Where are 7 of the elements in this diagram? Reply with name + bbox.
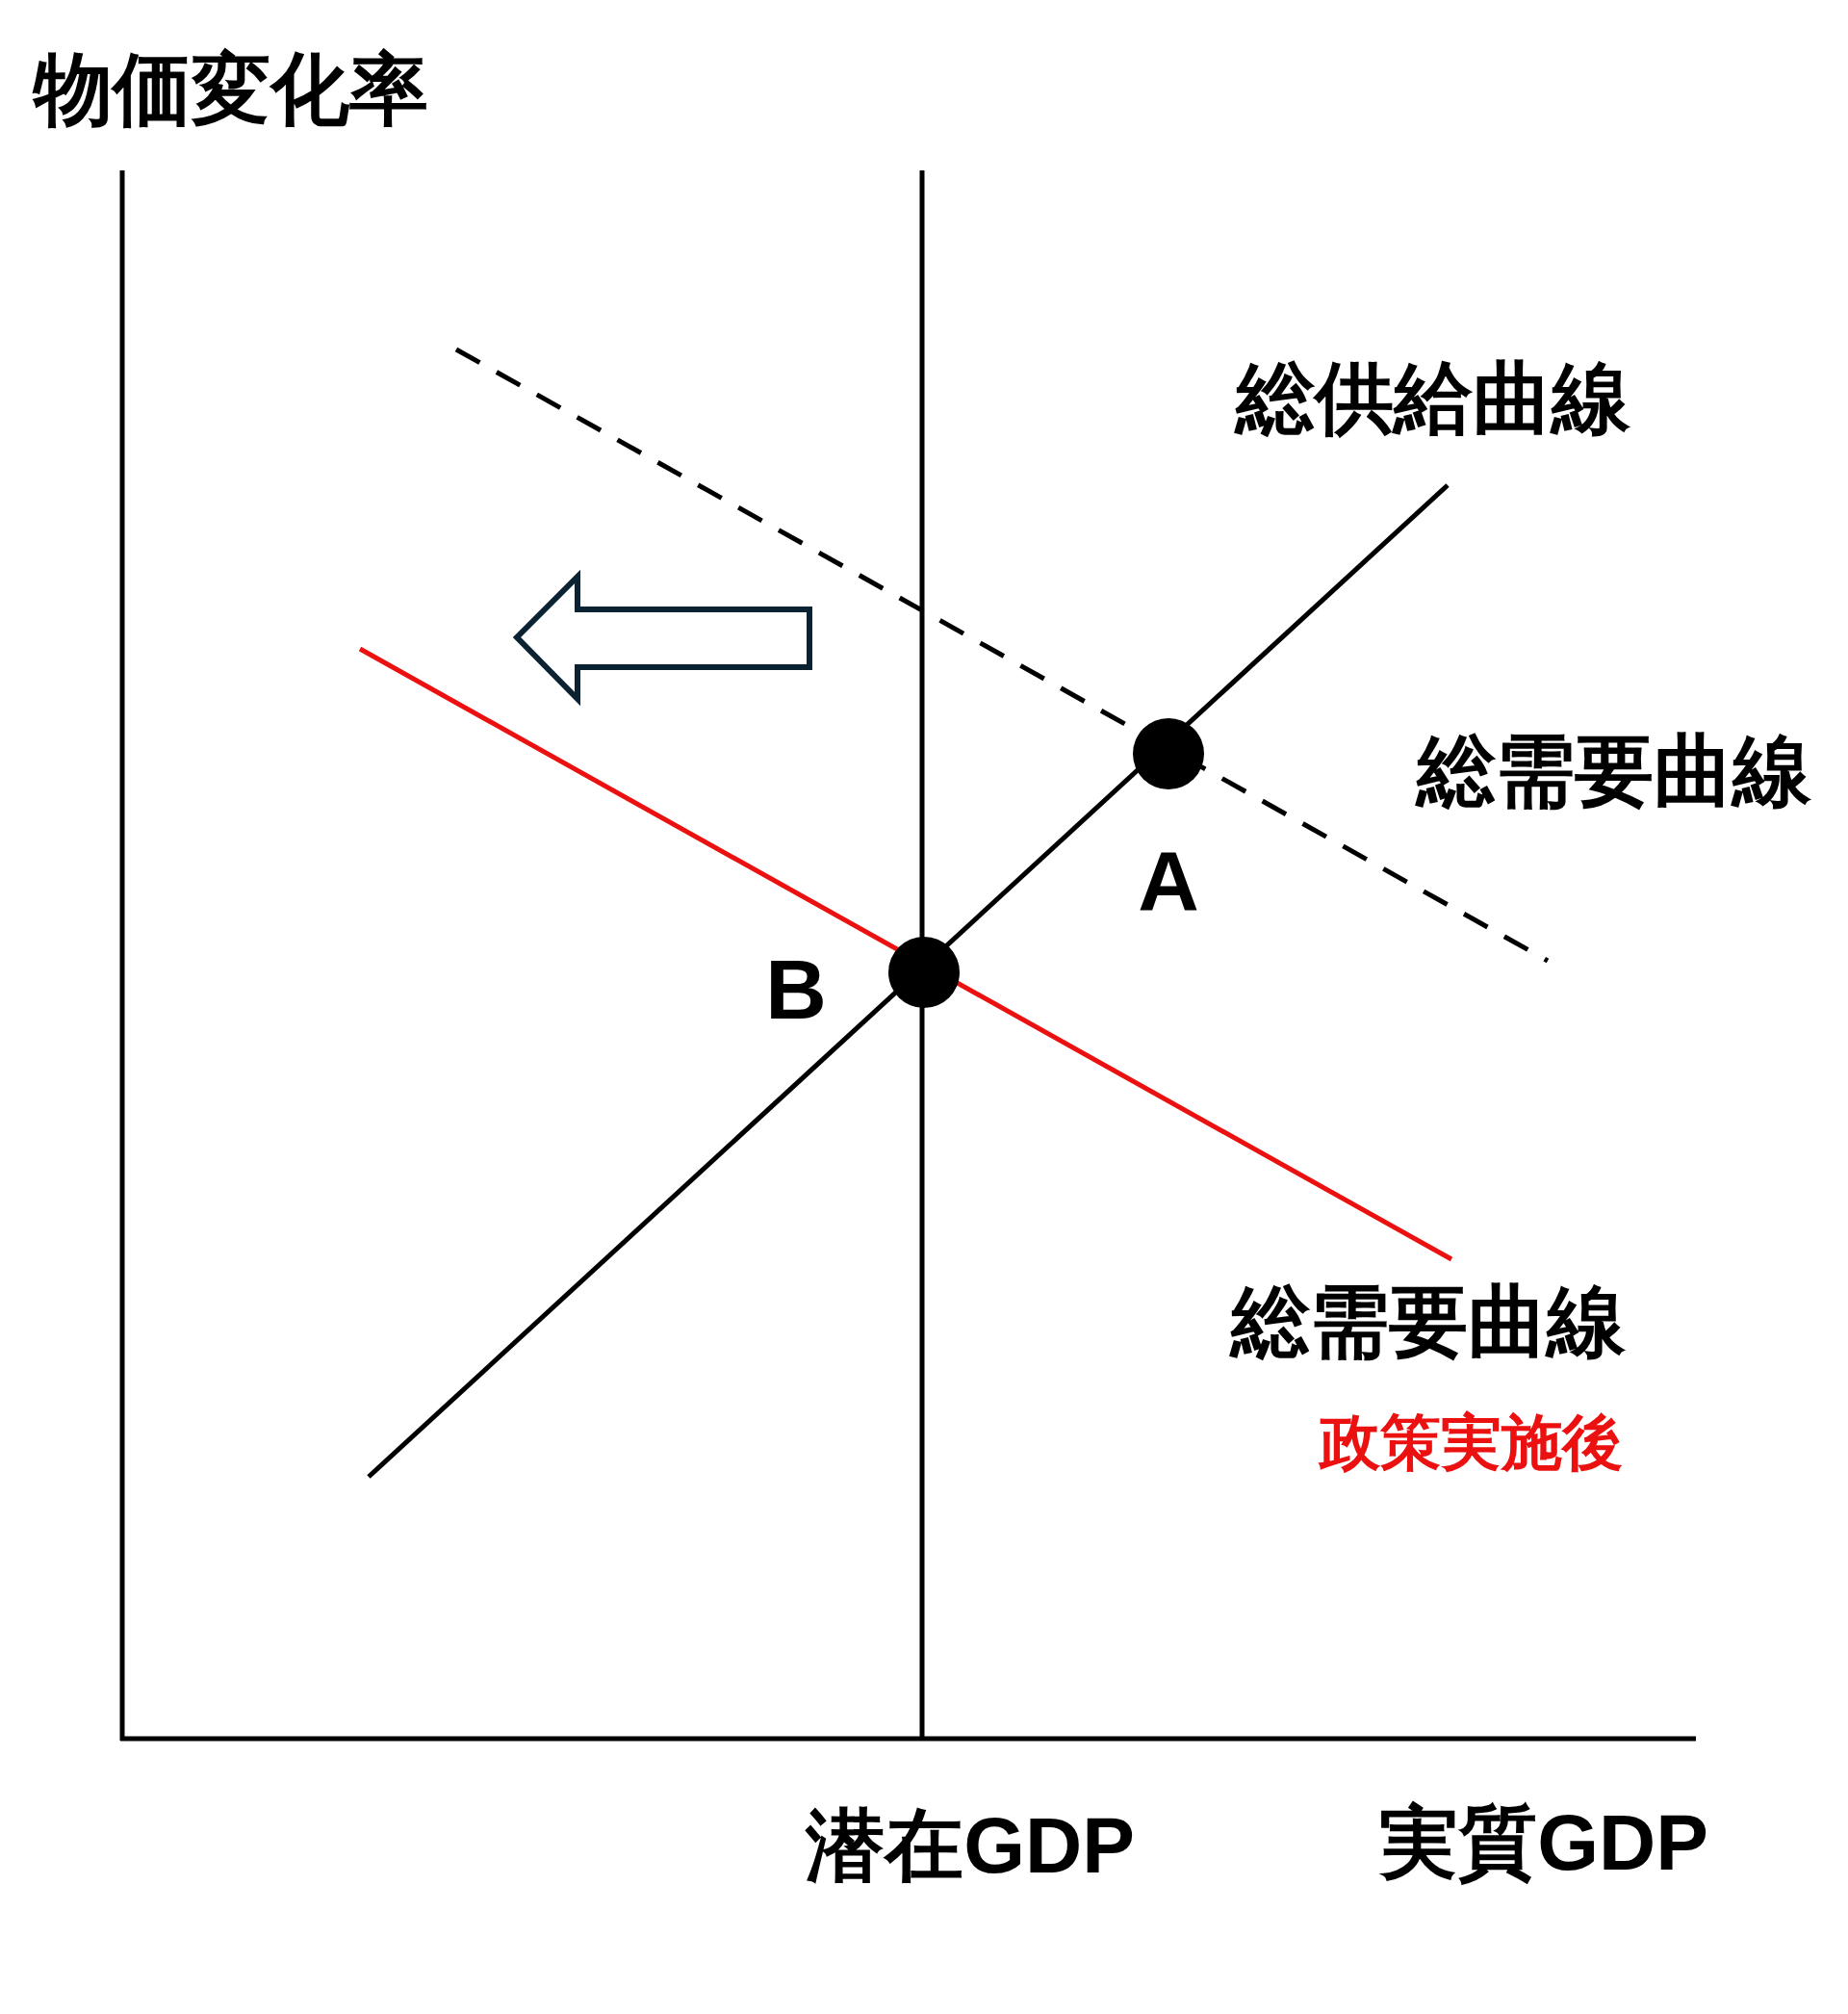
point-label: A [1138, 839, 1199, 923]
curve-label: 総需要曲線 [1231, 1282, 1626, 1361]
axis-label: 潜在GDP [806, 1806, 1135, 1885]
point-label: B [765, 947, 827, 1032]
curve-label: 総供給曲線 [1236, 359, 1630, 438]
curve-note: 政策実施後 [1319, 1411, 1623, 1473]
curve-label: 総需要曲線 [1417, 732, 1811, 811]
